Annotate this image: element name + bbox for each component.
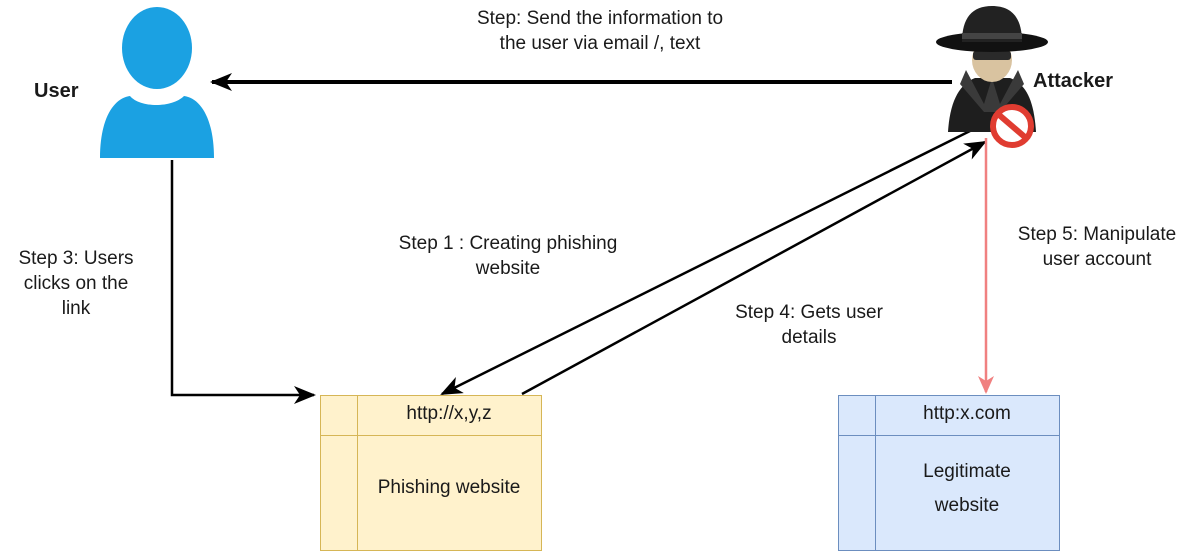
legit-url-bar: [839, 396, 1059, 436]
step1-line1: Step 1 : Creating phishing: [398, 233, 618, 254]
phishing-website-box: http://x,y,z Phishing website: [320, 395, 542, 551]
phishing-url-bar: [321, 396, 541, 436]
legit-side-bar: [875, 396, 876, 550]
step-send-label: Step: Send the information to the user v…: [440, 6, 760, 56]
step4-line2: details: [781, 327, 837, 348]
step3-line3: link: [61, 298, 91, 319]
attacker-label: Attacker: [1033, 70, 1114, 92]
step5-label: Step 5: Manipulate user account: [1000, 222, 1194, 272]
step-send-line1: Step: Send the information to: [476, 8, 724, 29]
legit-name: Legitimate website: [875, 460, 1059, 518]
step1-label: Step 1 : Creating phishing website: [378, 231, 638, 281]
step3-label: Step 3: Users clicks on the link: [6, 246, 146, 321]
arrow-create-phishing: [440, 125, 979, 396]
step3-line2: clicks on the: [23, 273, 129, 294]
phishing-name: Phishing website: [377, 477, 521, 498]
legit-name-line1: Legitimate: [923, 461, 1011, 482]
arrow-gets-details: [521, 140, 987, 396]
arrow-user-to-phishing: [170, 160, 316, 404]
step-send-line2: the user via email /, text: [499, 33, 701, 54]
step5-line2: user account: [1042, 249, 1152, 270]
user-label: User: [34, 80, 79, 102]
step1-line2: website: [475, 258, 541, 279]
step3-line1: Step 3: Users: [18, 248, 134, 269]
legit-url: http:x.com: [923, 403, 1011, 424]
step4-line1: Step 4: Gets user: [735, 302, 883, 323]
legit-name-line2: website: [934, 495, 1000, 516]
phishing-side-bar: [357, 396, 358, 550]
legitimate-website-box: http:x.com Legitimate website: [838, 395, 1060, 551]
step4-label: Step 4: Gets user details: [714, 300, 904, 350]
phishing-url: http://x,y,z: [406, 403, 492, 424]
step5-line1: Step 5: Manipulate: [1017, 224, 1177, 245]
